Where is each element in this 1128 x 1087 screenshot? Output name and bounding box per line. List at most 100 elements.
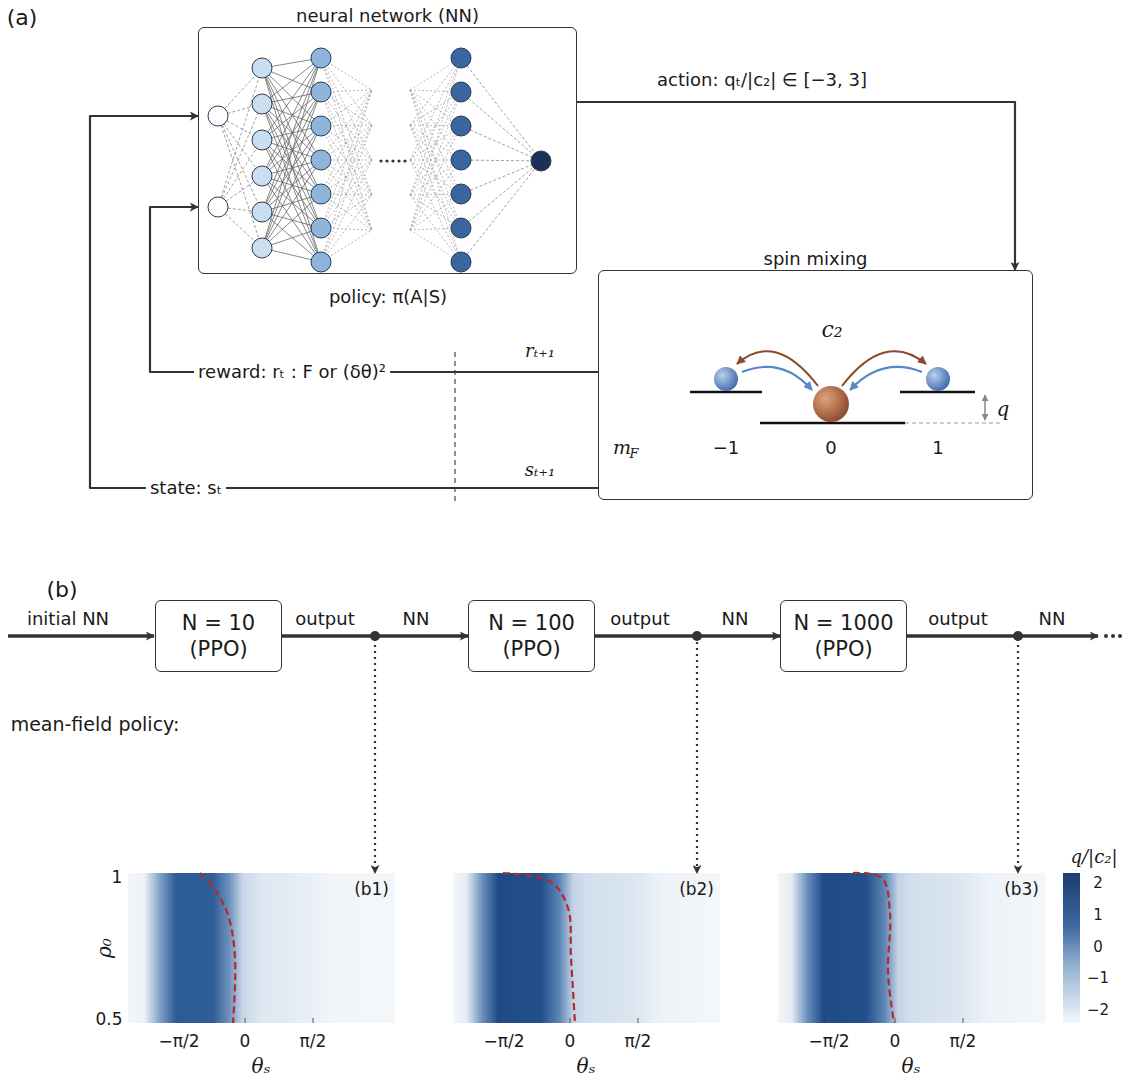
text-label: NN [403,609,430,629]
panel-tag: (b3) [1004,879,1039,899]
training-box: N = 100 (PPO) [468,600,595,672]
nn-wire [410,92,461,195]
nn-wire [321,58,372,230]
text-label: NN [722,609,749,629]
text-label: −π/2 [808,1032,849,1051]
nn-neuron [252,238,272,258]
text-label: θₛ [902,1055,921,1077]
text-label: −π/2 [483,1032,524,1051]
atom-ball [714,367,738,391]
text-label: 0 [1093,939,1103,956]
text-label: 0 [240,1032,251,1051]
nn-wire [461,161,541,262]
text-label: m [613,437,631,458]
heatmap-panel: (b2) [453,873,720,1023]
node-title: spin mixing [599,248,1032,269]
flow-line [907,634,1098,638]
text-label: policy: π(A|S) [329,287,447,307]
flow-arrow [577,102,1015,270]
boundary-curve [200,873,235,1023]
nn-neuron [451,150,471,170]
connectors [90,102,1018,873]
colorbar [1063,873,1080,1023]
node-title: N = 1000 (PPO) [789,610,898,663]
atom-ball [813,386,849,422]
axis-tick [963,1018,964,1023]
heatmap [778,873,1045,1023]
dotted-arrow [282,636,375,873]
edge-label: reward: rₜ : F or (δθ)² [194,362,390,382]
nn-wire [321,90,372,262]
nn-wire [321,160,372,262]
axis-tick [504,1018,505,1023]
nn-neuron [311,184,331,204]
nn-neuron [252,94,272,114]
text-label: −π/2 [158,1032,199,1051]
ellipsis-dot [379,159,382,162]
ellipsis-dot [1111,634,1115,638]
figure-art [8,48,1122,1023]
nn-neuron [451,218,471,238]
axis-tick [570,1018,571,1023]
dotted-arrow [907,636,1018,873]
reference-line [905,422,1000,423]
text-label: output [295,609,354,629]
text-label: F [629,447,638,461]
text-label: 2 [1093,875,1103,892]
axis-tick [313,1018,314,1023]
energy-level [690,391,762,394]
text-label: π/2 [625,1032,652,1051]
heatmap-panel: (b1) [128,873,395,1023]
nn-neuron [311,82,331,102]
nn-neuron [311,252,331,272]
ellipsis-dot [1118,634,1122,638]
axis-tick [829,1018,830,1023]
nn-neuron [451,184,471,204]
text-label: θₛ [577,1055,596,1077]
nn-neuron [311,150,331,170]
edge-label: action: qₜ/|c₂| ∈ [−3, 3] [653,70,871,90]
text-label: π/2 [300,1032,327,1051]
nn-neuron [311,48,331,68]
text-label: mean-field policy: [11,714,180,735]
nn-neuron [451,116,471,136]
nn-wire [461,161,541,194]
axis-tick [179,1018,180,1023]
ellipsis-dot [385,159,388,162]
flow-arrow [150,207,598,372]
dotted-arrow [595,636,697,873]
boundary-curve [503,873,575,1023]
heatmap [453,873,720,1023]
text-label: output [928,609,987,629]
nn-neuron [311,218,331,238]
nn-neuron [311,116,331,136]
edge-label: state: sₜ [146,478,226,498]
mixing-arc [742,367,812,390]
nn-neuron [252,202,272,222]
nn-neuron [531,151,551,171]
nn-wire [321,92,372,195]
text-label: q [997,398,1010,420]
nn-wire [410,126,461,230]
node-title: N = 100 (PPO) [477,610,586,663]
nn-neuron [252,130,272,150]
text-label: rₜ₊₁ [525,341,555,361]
flow-line [8,634,154,638]
ellipsis-dot [1104,634,1108,638]
nn-neuron [252,166,272,186]
ellipsis-dot [391,159,394,162]
nn-wire [218,116,262,212]
text-label: θₛ [252,1055,271,1077]
atom-ball [926,367,950,391]
panel-tag: (b1) [354,879,389,899]
nn-neuron [451,252,471,272]
nn-neuron [208,106,228,126]
boundary-curve [853,873,894,1023]
text-label: (b) [46,578,77,602]
node-title: N = 10 (PPO) [164,610,273,663]
panel-tag: (b2) [679,879,714,899]
nn-wire [461,58,541,161]
q-arrow [984,395,986,420]
